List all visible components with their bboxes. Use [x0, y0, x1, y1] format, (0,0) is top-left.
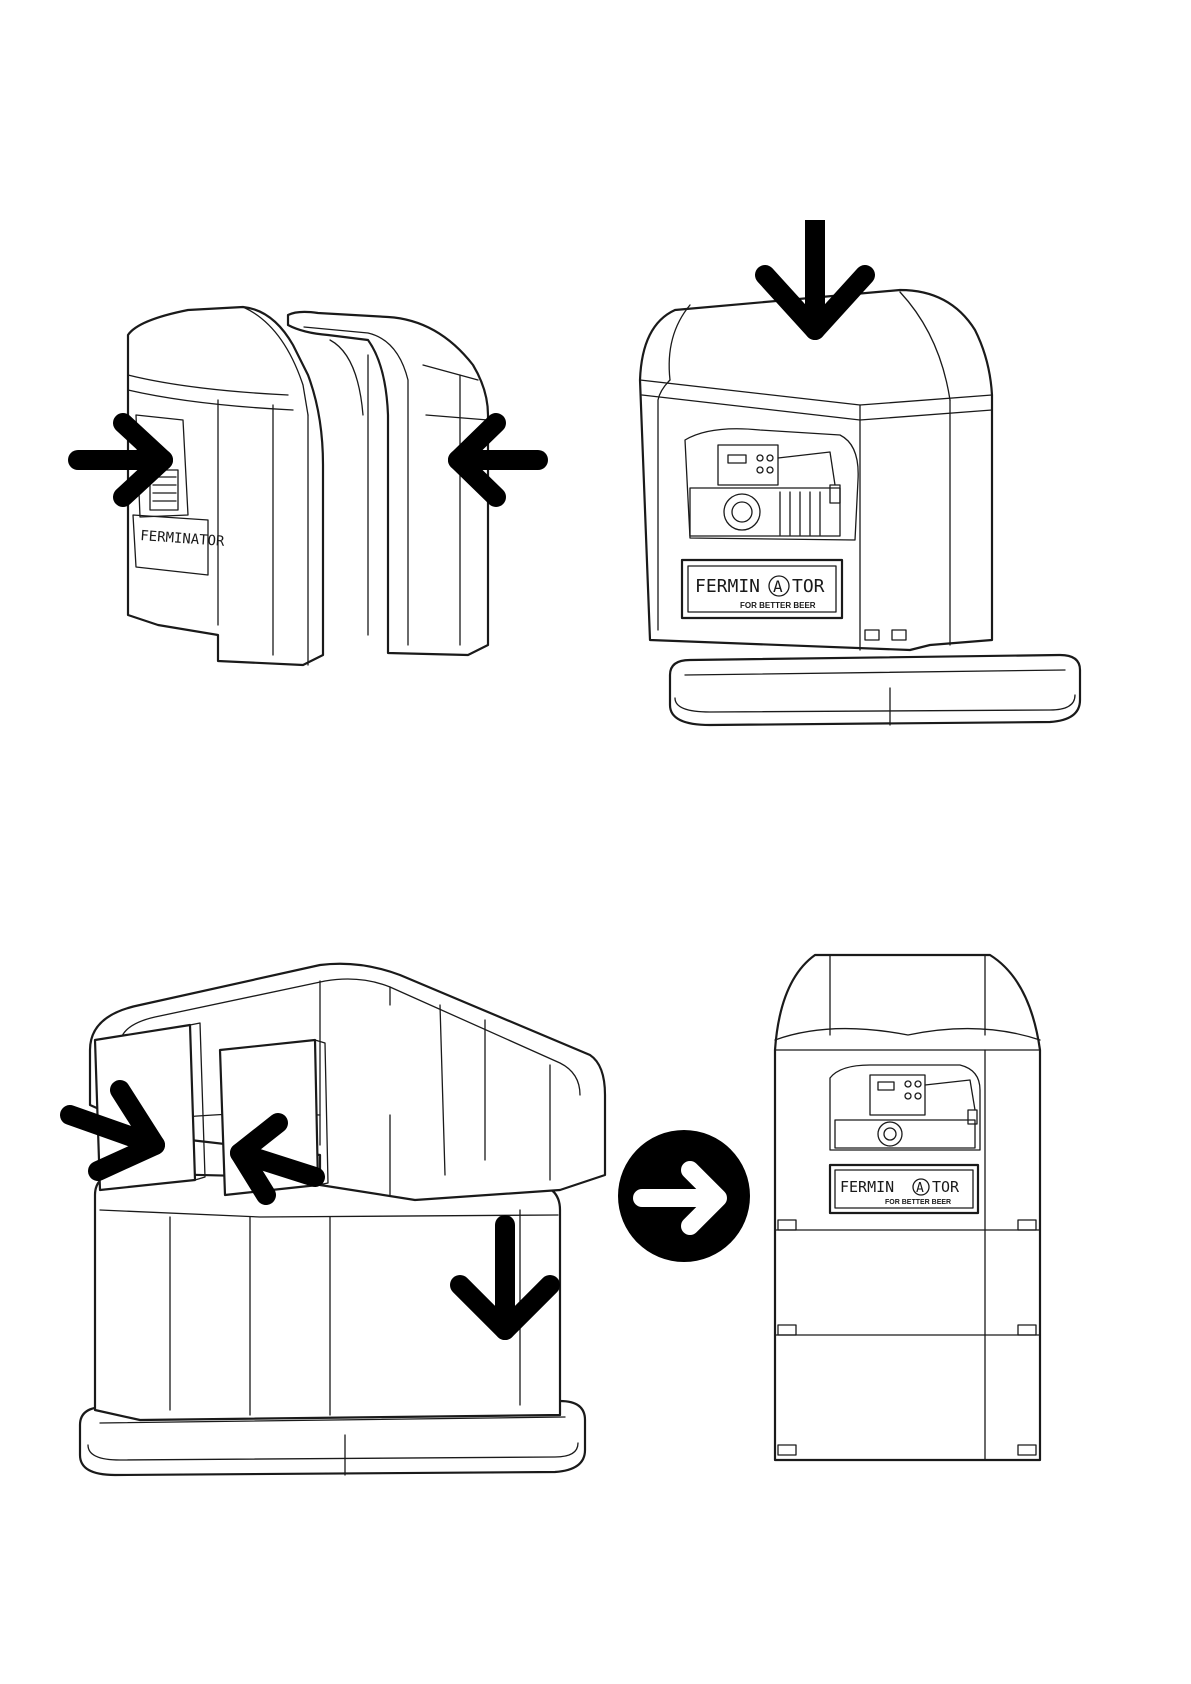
step-2-press-down: FERMIN A TOR FOR BETTER BEER — [630, 220, 1110, 780]
unit-logo-tagline: FOR BETTER BEER — [740, 601, 816, 610]
assembled-logo-left: FERMIN — [840, 1178, 894, 1196]
fermenter-unit: FERMIN A TOR FOR BETTER BEER — [640, 290, 992, 650]
lower-ring — [95, 1173, 560, 1420]
unit-logo-mark: A — [773, 577, 783, 596]
unit-logo-right: TOR — [792, 576, 825, 597]
circle-arrow-right-icon — [618, 1130, 750, 1262]
step-1-illustration: FERMINATOR — [68, 215, 588, 775]
next-step-circle — [618, 1130, 750, 1262]
base-tray — [670, 655, 1080, 725]
step-4-assembled: FERMIN A TOR FOR BETTER BEER — [770, 940, 1055, 1470]
assembled-logo-mark: A — [916, 1181, 924, 1196]
left-half-shell: FERMINATOR — [128, 307, 323, 665]
assembled-unit: FERMIN A TOR FOR BETTER BEER — [775, 955, 1040, 1460]
unit-logo-left: FERMIN — [695, 576, 760, 597]
step-4-illustration: FERMIN A TOR FOR BETTER BEER — [770, 940, 1055, 1470]
assembled-logo-right: TOR — [932, 1178, 960, 1196]
step-3-insert-panels — [60, 945, 620, 1505]
step-1-join-halves: FERMINATOR — [68, 215, 588, 775]
step-3-illustration — [60, 945, 620, 1505]
assembled-logo-tagline: FOR BETTER BEER — [885, 1199, 951, 1206]
step-2-illustration: FERMIN A TOR FOR BETTER BEER — [630, 220, 1110, 780]
